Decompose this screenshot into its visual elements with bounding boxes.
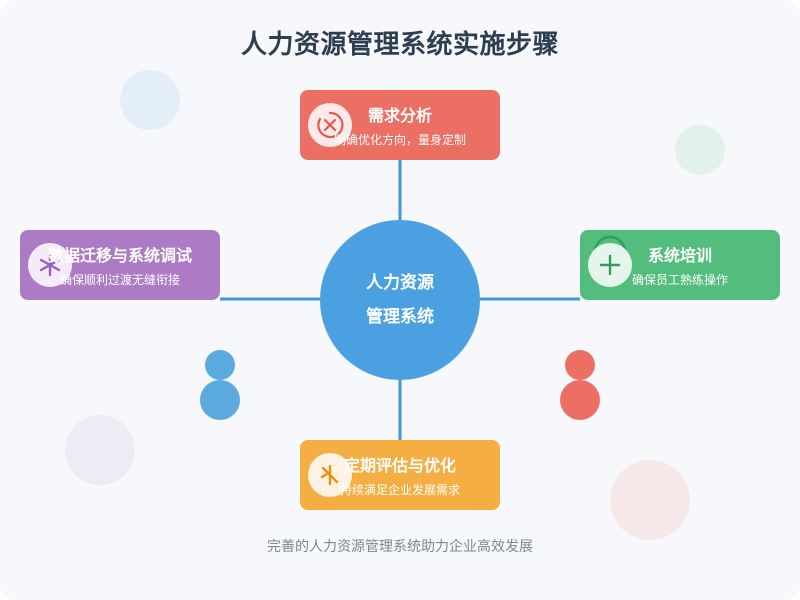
decor-circle (610, 460, 690, 540)
step-node-requirements: 需求分析 明确优化方向，量身定制 (300, 90, 500, 160)
step-node-data-migration: 数据迁移与系统调试 确保顺利过渡无缝衔接 (20, 230, 220, 300)
step-node-training: 系统培训 确保员工熟练操作 (580, 230, 780, 300)
decor-circle (675, 125, 725, 175)
person-icon (560, 350, 600, 420)
center-label-line2: 管理系统 (366, 307, 434, 327)
step-description: 确保员工熟练操作 (631, 273, 728, 287)
step-description: 确保顺利过渡无缝衔接 (59, 273, 180, 287)
center-label-line1: 人力资源 (366, 273, 434, 293)
diagram-title: 人力资源管理系统实施步骤 (240, 30, 559, 60)
center-node: 人力资源 管理系统 (320, 220, 480, 380)
decor-circle (120, 70, 180, 130)
user-plus-icon (588, 243, 632, 287)
close-circle-icon (308, 103, 352, 147)
step-label: 定期评估与优化 (343, 456, 456, 475)
step-label: 系统培训 (647, 246, 712, 265)
step-label: 数据迁移与系统调试 (47, 246, 192, 265)
step-description: 持续满足企业发展需求 (339, 483, 460, 497)
footer-caption: 完善的人力资源管理系统助力企业高效发展 (267, 539, 533, 555)
decor-circle (65, 415, 135, 485)
asterisk-icon (28, 243, 72, 287)
tools-icon (308, 453, 352, 497)
step-node-evaluation: 定期评估与优化 持续满足企业发展需求 (300, 440, 500, 510)
step-label: 需求分析 (367, 106, 432, 125)
person-icon (200, 350, 240, 420)
step-description: 明确优化方向，量身定制 (333, 133, 466, 147)
